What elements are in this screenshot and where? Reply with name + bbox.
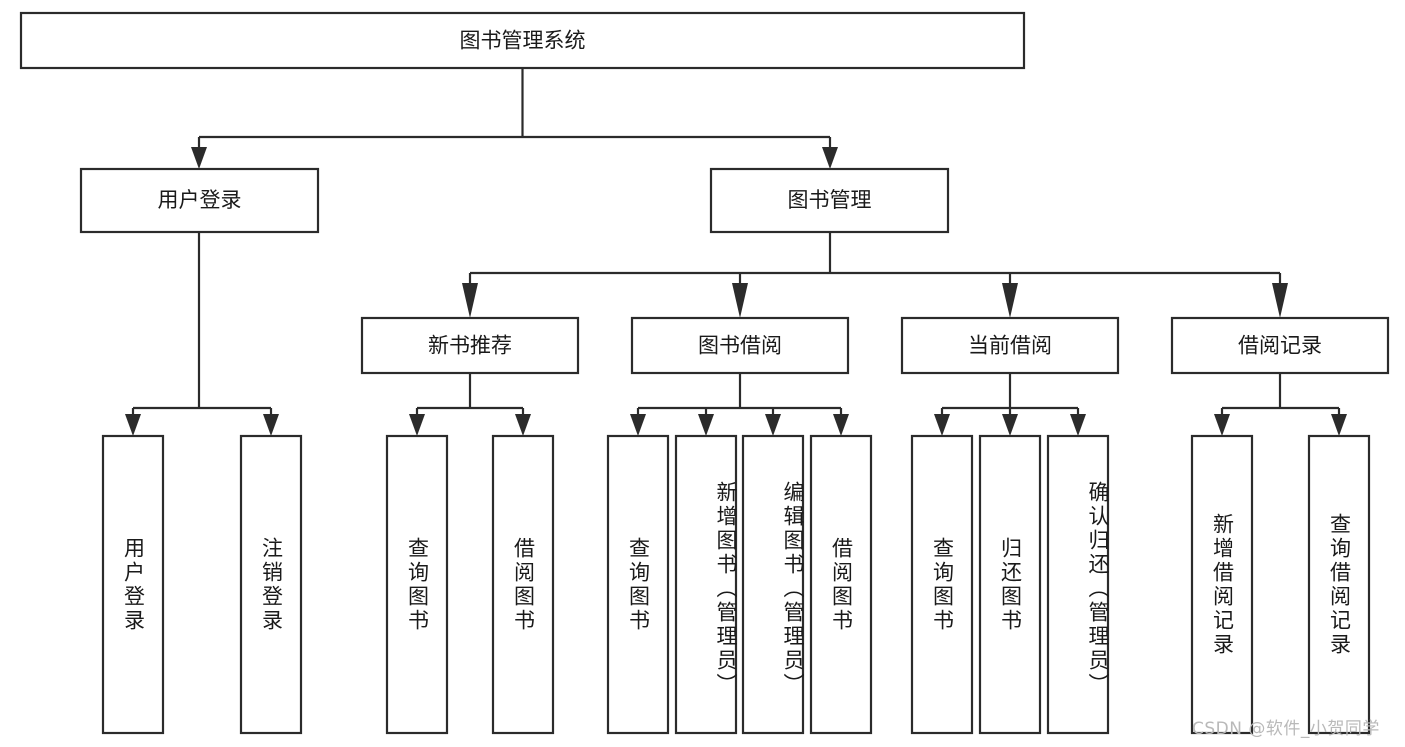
leaf-box-query-record[interactable] bbox=[1307, 434, 1371, 735]
connector-currentborrow-to-leaves bbox=[934, 373, 1086, 436]
leaf-box-query-book-1[interactable] bbox=[385, 434, 449, 735]
node-book-borrow-box[interactable] bbox=[630, 316, 850, 375]
leaf-box-query-book-3[interactable] bbox=[910, 434, 974, 735]
node-new-book-recommend-label: 新书推荐 bbox=[428, 334, 512, 358]
connector-bookmanage-to-level3 bbox=[462, 232, 1288, 318]
node-new-book-recommend-box[interactable] bbox=[360, 316, 580, 375]
connector-root-to-level2 bbox=[191, 68, 838, 169]
node-root-book-management-system[interactable]: 图书管理系统 bbox=[19, 11, 1026, 70]
watermark: CSDN @软件_小贺同学 bbox=[1192, 719, 1380, 739]
arrow-head-leaf-confirm-return bbox=[1070, 414, 1086, 436]
arrow-head-leaf-borrow-book-1 bbox=[515, 414, 531, 436]
arrow-head-current-borrow bbox=[1002, 283, 1018, 318]
connector-borrowrecord-to-leaves bbox=[1214, 373, 1347, 436]
node-borrow-record-label: 借阅记录 bbox=[1238, 334, 1322, 358]
node-book-management-label: 图书管理 bbox=[788, 188, 872, 212]
arrow-head-new-book bbox=[462, 283, 478, 318]
arrow-head-leaf-query-book-1 bbox=[409, 414, 425, 436]
arrow-head-leaf-query-book-3 bbox=[934, 414, 950, 436]
arrow-head-leaf-query-book-2 bbox=[630, 414, 646, 436]
arrow-head-leaf-borrow-book-2 bbox=[833, 414, 849, 436]
node-root-box[interactable] bbox=[19, 11, 1026, 70]
arrow-head-leaf-user-login bbox=[125, 414, 141, 436]
leaf-box-logout[interactable] bbox=[239, 434, 303, 735]
node-book-borrow-label: 图书借阅 bbox=[698, 334, 782, 358]
leaf-box-add-book[interactable] bbox=[674, 434, 738, 735]
arrow-head-user-login bbox=[191, 147, 207, 169]
arrow-head-book-borrow bbox=[732, 283, 748, 318]
leaf-box-query-book-2[interactable] bbox=[606, 434, 670, 735]
node-borrow-record-box[interactable] bbox=[1170, 316, 1390, 375]
arrow-head-leaf-logout bbox=[263, 414, 279, 436]
leaf-box-borrow-book-1[interactable] bbox=[491, 434, 555, 735]
node-borrow-record[interactable]: 借阅记录 bbox=[1170, 316, 1390, 375]
node-current-borrow[interactable]: 当前借阅 bbox=[900, 316, 1120, 375]
arrow-head-borrow-record bbox=[1272, 283, 1288, 318]
node-root-label: 图书管理系统 bbox=[460, 29, 586, 53]
connector-bookborrow-to-leaves bbox=[630, 373, 849, 436]
leaf-box-user-login[interactable] bbox=[101, 434, 165, 735]
leaf-box-add-record[interactable] bbox=[1190, 434, 1254, 735]
connector-userlogin-to-leaves bbox=[125, 232, 279, 436]
arrow-head-leaf-add-book bbox=[698, 414, 714, 436]
leaf-box-confirm-return[interactable] bbox=[1046, 434, 1110, 735]
node-current-borrow-label: 当前借阅 bbox=[968, 334, 1052, 358]
node-book-management-box[interactable] bbox=[709, 167, 950, 234]
arrow-head-leaf-edit-book bbox=[765, 414, 781, 436]
leaf-box-borrow-book-2[interactable] bbox=[809, 434, 873, 735]
arrow-head-leaf-query-record bbox=[1331, 414, 1347, 436]
node-user-login-box[interactable] bbox=[79, 167, 320, 234]
node-new-book-recommend[interactable]: 新书推荐 bbox=[360, 316, 580, 375]
node-book-management[interactable]: 图书管理 bbox=[709, 167, 950, 234]
arrow-head-leaf-return-book bbox=[1002, 414, 1018, 436]
arrow-head-leaf-add-record bbox=[1214, 414, 1230, 436]
node-book-borrow[interactable]: 图书借阅 bbox=[630, 316, 850, 375]
node-user-login-label: 用户登录 bbox=[158, 188, 242, 212]
node-current-borrow-box[interactable] bbox=[900, 316, 1120, 375]
leaf-box-edit-book[interactable] bbox=[741, 434, 805, 735]
connector-newbook-to-leaves bbox=[409, 373, 531, 436]
node-user-login[interactable]: 用户登录 bbox=[79, 167, 320, 234]
arrow-head-book-manage bbox=[822, 147, 838, 169]
leaf-box-return-book[interactable] bbox=[978, 434, 1042, 735]
